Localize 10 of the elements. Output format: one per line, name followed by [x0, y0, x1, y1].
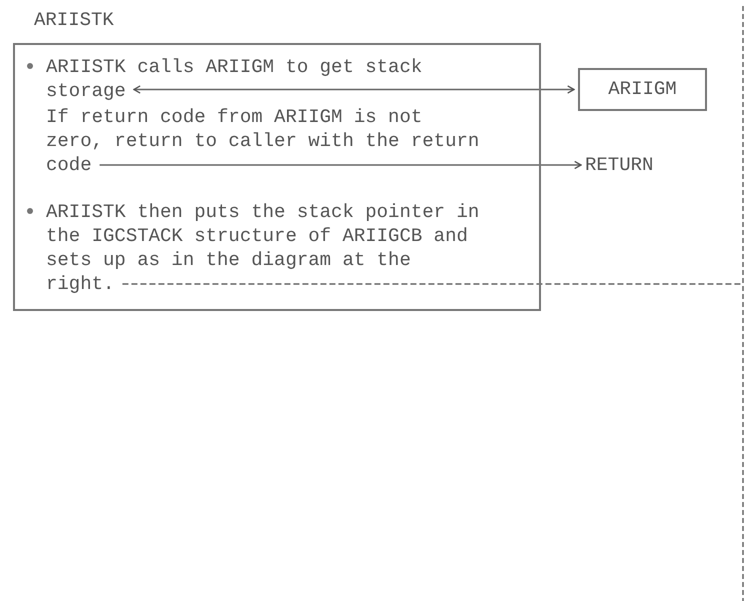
bullet-text: ARIISTK then puts the stack pointer in the IGCSTACK structure of ARIIGCB and sets up as in the diagram at the right. [46, 200, 480, 296]
dashed-connector [122, 283, 742, 285]
heading: ARIISTK [34, 8, 114, 32]
arrow [133, 85, 575, 94]
module-name: ARIIGM [607, 77, 678, 102]
bullet-text: If return code from ARIIGM is not zero, return to caller with the return code [46, 105, 480, 177]
arrow [100, 160, 582, 170]
bullet-text: ARIISTK calls ARIIGM to get stack storage [46, 55, 424, 103]
return-label: RETURN [585, 153, 654, 177]
process-box [578, 68, 707, 111]
